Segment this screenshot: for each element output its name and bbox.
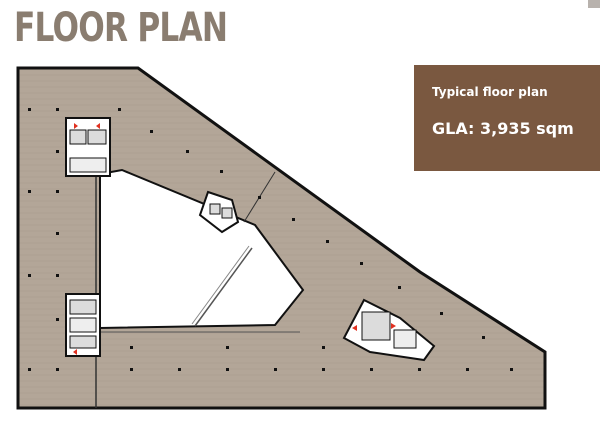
core-north-west	[65, 117, 111, 177]
atrium-bridge	[194, 247, 253, 327]
page-title: FLOOR PLAN	[14, 5, 228, 51]
info-box: Typical floor plan GLA: 3,935 sqm	[414, 65, 600, 171]
atrium-bridge-inner	[191, 245, 250, 325]
core-south-west	[65, 293, 101, 357]
corner-mark	[588, 0, 600, 8]
core-centre	[198, 190, 240, 234]
gla-value: GLA: 3,935 sqm	[432, 119, 574, 138]
info-label: Typical floor plan	[432, 85, 548, 99]
core-east	[342, 298, 436, 362]
column-grid	[28, 108, 513, 371]
